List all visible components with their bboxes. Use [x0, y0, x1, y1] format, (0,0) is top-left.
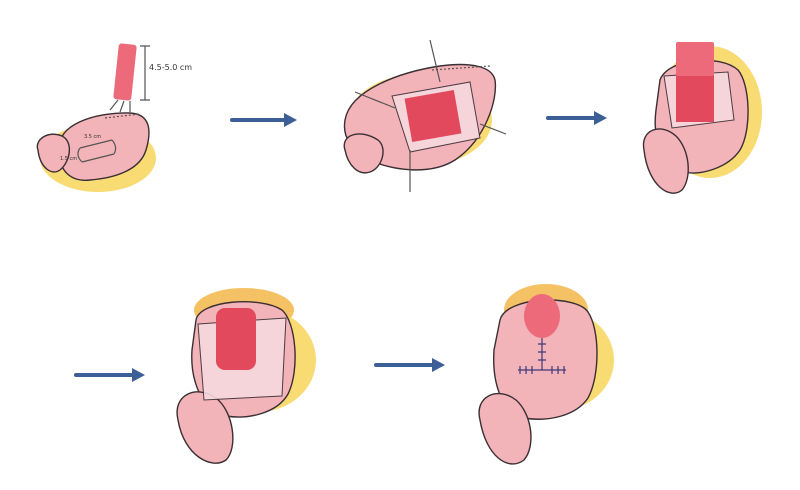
step-4-bowel-end: [176, 391, 234, 464]
arrow-4: [374, 358, 445, 372]
step-3-bowel-end: [642, 128, 689, 194]
step-3-graft-tube: [676, 72, 714, 122]
step-1-cylinder-mark: [77, 139, 117, 163]
step-1-graft: [113, 43, 137, 101]
step-1-stitch-line: [104, 113, 141, 119]
step-1-stomach: [59, 112, 150, 181]
step-4: [176, 288, 316, 464]
step-3: [642, 42, 762, 194]
step-2-stay-sutures: [354, 39, 507, 192]
step-5: [478, 284, 614, 465]
step-5-graft-stoma: [524, 294, 560, 338]
step-2-bowel-end: [343, 133, 384, 174]
arrow-1: [230, 113, 297, 127]
step-1-graft-strands: [109, 99, 131, 113]
step-1-label-35cm: 3.5 cm: [84, 134, 101, 140]
step-1-measurement-label: 4.5-5.0 cm: [149, 63, 192, 72]
step-1-measure-bracket: [140, 45, 150, 101]
arrow-3: [74, 368, 145, 382]
step-2-graft-patch: [404, 89, 462, 143]
arrow-2: [546, 111, 607, 125]
step-1: 3.5 cm 1.5 cm 4.5-5.0 cm: [36, 43, 192, 192]
step-1-bowel-end: [36, 133, 70, 173]
step-2-stitch-line: [431, 65, 491, 71]
step-3-graft-top: [676, 42, 714, 76]
step-1-label-15cm: 1.5 cm: [60, 156, 77, 162]
step-4-graft: [216, 308, 256, 370]
step-5-bowel-end: [478, 392, 532, 465]
step-2: [343, 39, 507, 192]
step-5-suture-stitches: [519, 343, 565, 374]
